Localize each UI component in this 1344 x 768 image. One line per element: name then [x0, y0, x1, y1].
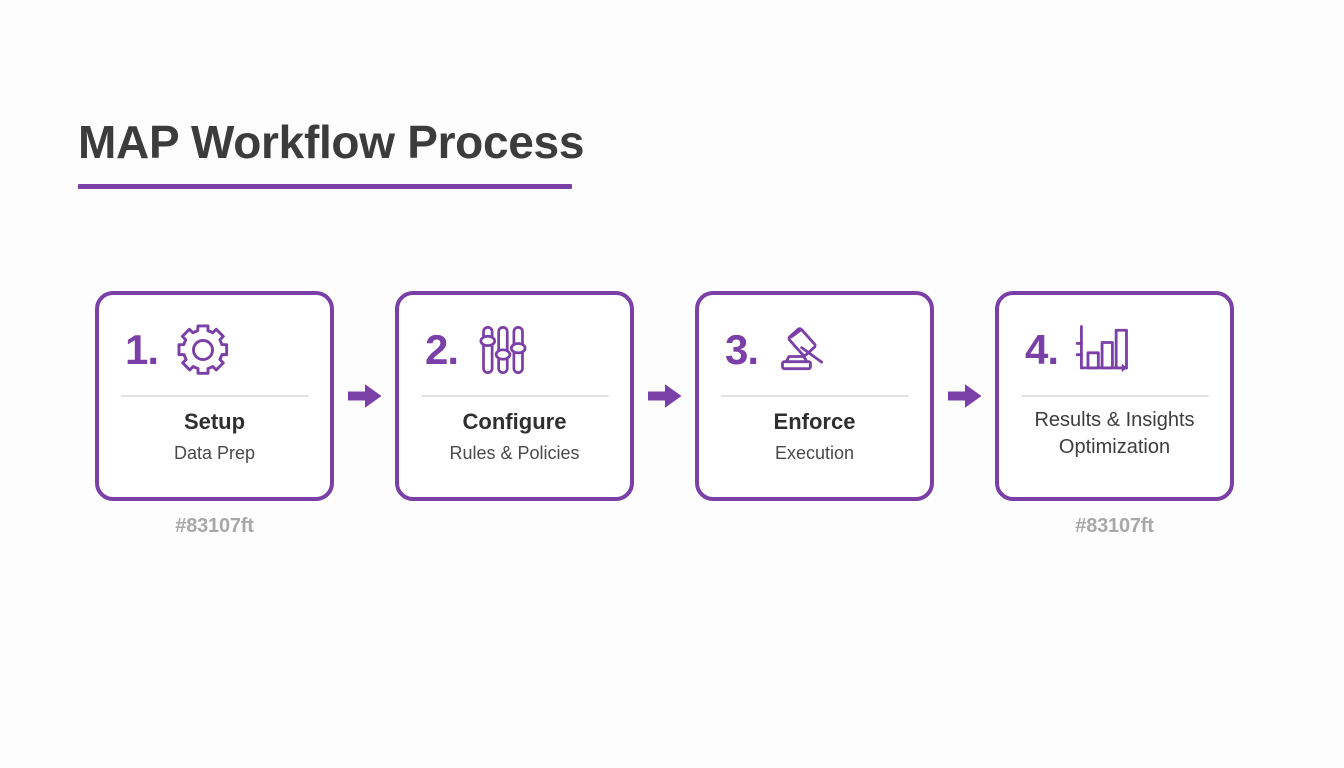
step-card-configure[interactable]: 2. Configure Rules & Policie: [395, 291, 634, 501]
workflow-steps: 1. Setup Data Prep #83107ft: [95, 291, 1234, 539]
bar-chart-icon: [1068, 317, 1138, 383]
step-4[interactable]: 4. Res: [995, 291, 1234, 539]
step-label: Configure: [462, 409, 567, 434]
arrow-right-icon-2: [634, 291, 695, 501]
step-card-enforce[interactable]: 3. Enforce Execution: [695, 291, 934, 501]
step-card-setup[interactable]: 1. Setup Data Prep: [95, 291, 334, 501]
step-caption: #83107ft: [1075, 515, 1154, 537]
step-1[interactable]: 1. Setup Data Prep #83107ft: [95, 291, 334, 539]
card-divider: [1020, 395, 1209, 397]
step-sublabel: Optimization: [1058, 435, 1171, 458]
step-number: 3.: [725, 326, 759, 373]
arrow-right-icon-3: [934, 291, 995, 501]
step-number: 1.: [125, 326, 159, 373]
step-card-results[interactable]: 4. Res: [995, 291, 1234, 501]
step-label: Enforce: [773, 409, 856, 434]
step-card-header: 3.: [719, 311, 910, 389]
step-label: Setup: [183, 409, 246, 434]
step-number: 4.: [1025, 326, 1059, 373]
step-sublabel: Execution: [774, 442, 855, 463]
step-card-header: 2.: [419, 311, 610, 389]
title-underline: [78, 183, 572, 189]
step-sublabel: Data Prep: [173, 442, 256, 463]
page-title: MAP Workflow Process: [78, 116, 585, 168]
card-divider: [420, 395, 609, 397]
step-number: 2.: [425, 326, 459, 373]
step-card-header: 1.: [119, 311, 310, 389]
gear-icon: [168, 317, 238, 383]
arrow-right-icon-1: [334, 291, 395, 501]
step-sublabel: Rules & Policies: [449, 442, 580, 463]
title-block: MAP Workflow Process: [78, 116, 585, 189]
gavel-icon: [768, 317, 838, 383]
card-divider: [120, 395, 309, 397]
step-3[interactable]: 3. Enforce Execution: [695, 291, 934, 539]
step-caption: #83107ft: [175, 515, 254, 537]
step-2[interactable]: 2. Configure Rules & Policie: [395, 291, 634, 539]
card-divider: [720, 395, 909, 397]
sliders-icon: [468, 317, 538, 383]
step-label: Results & Insights: [1034, 409, 1195, 431]
step-card-header: 4.: [1019, 311, 1210, 389]
